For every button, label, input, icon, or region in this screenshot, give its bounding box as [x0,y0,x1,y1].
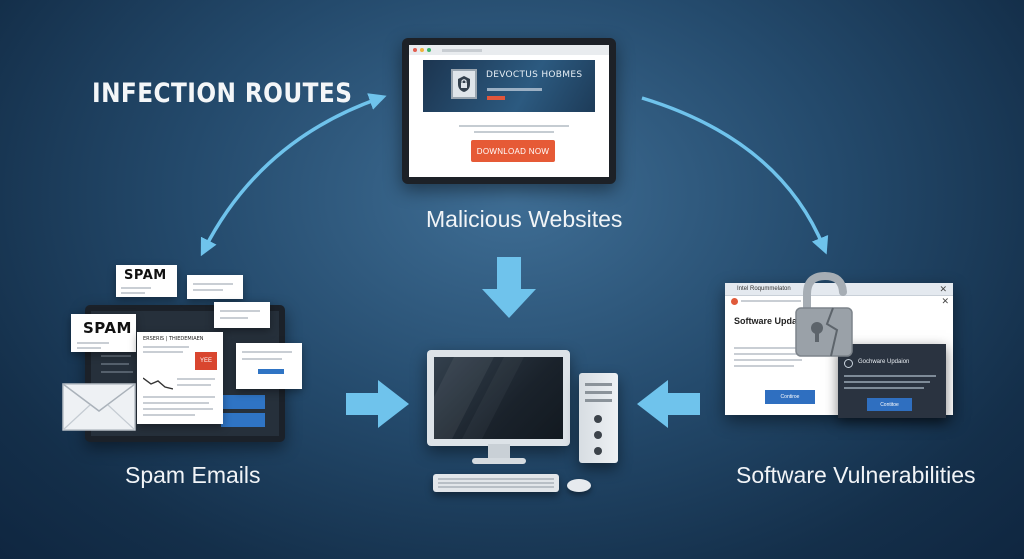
spam-note-2: SPAM [71,314,136,352]
label-spam-emails: Spam Emails [125,462,261,488]
label-software-vulnerabilities: Software Vulnerabilities [736,462,976,488]
spam-doc-badge: YEE [195,352,217,370]
continue-button[interactable]: Contiroe [765,390,815,404]
software-dialog-title: Gochware Updaion [858,359,910,365]
website-hero-subline [487,88,542,91]
close-icon[interactable]: ✕ [941,296,949,306]
close-icon[interactable]: ✕ [939,283,947,294]
spam-note-1: SPAM [116,265,177,297]
text-line [459,125,569,127]
computer-icon [427,350,570,446]
curved-arrow-left [200,93,387,257]
mouse [567,479,591,492]
chart-icon [143,377,173,390]
monitor-stand [488,444,510,460]
email-card [214,302,270,328]
browser-tabbar [409,45,609,55]
download-now-button[interactable]: DOWNLOAD NOW [471,140,555,162]
spam-tag-1: SPAM [124,268,167,283]
software-window-title: Intel Roqummelaton [737,286,791,292]
block-arrow-right [346,380,409,428]
website-hero-button [487,96,505,100]
inbox-row [221,395,265,409]
keyboard [433,474,559,492]
website-hero-title: DEVOCTUS HOBMES [486,70,583,80]
spam-document: ERSERIS | THIEDEMIAEN YEE [137,332,223,424]
envelope-icon [62,383,136,431]
website-hero-banner [423,60,595,112]
malicious-website-monitor: DEVOCTUS HOBMES DOWNLOAD NOW [402,38,616,184]
inbox-row [221,413,265,427]
padlock-broken-icon [793,271,855,358]
spam-doc-heading: ERSERIS | THIEDEMIAEN [143,336,204,342]
warning-dot-icon [731,298,738,305]
email-popup [236,343,302,389]
email-card [187,275,243,299]
computer-screen [434,357,563,439]
label-malicious-websites: Malicious Websites [426,206,623,232]
continue-button-dark[interactable]: Contitoe [867,398,912,411]
shield-lock-icon [451,69,477,99]
spam-tag-2: SPAM [83,319,132,337]
info-icon [844,359,853,368]
computer-tower [579,373,618,463]
software-update-dialog: Gochware Updaion Contitoe [838,344,946,418]
monitor-base [472,458,526,464]
text-line [474,131,554,133]
block-arrow-down [482,257,536,318]
software-window-heading: Software Update [734,316,806,326]
block-arrow-left [637,380,700,428]
diagram-title: INFECTION ROUTES [92,78,353,109]
curved-arrow-right [641,96,829,255]
website-screen: DEVOCTUS HOBMES DOWNLOAD NOW [409,45,609,177]
